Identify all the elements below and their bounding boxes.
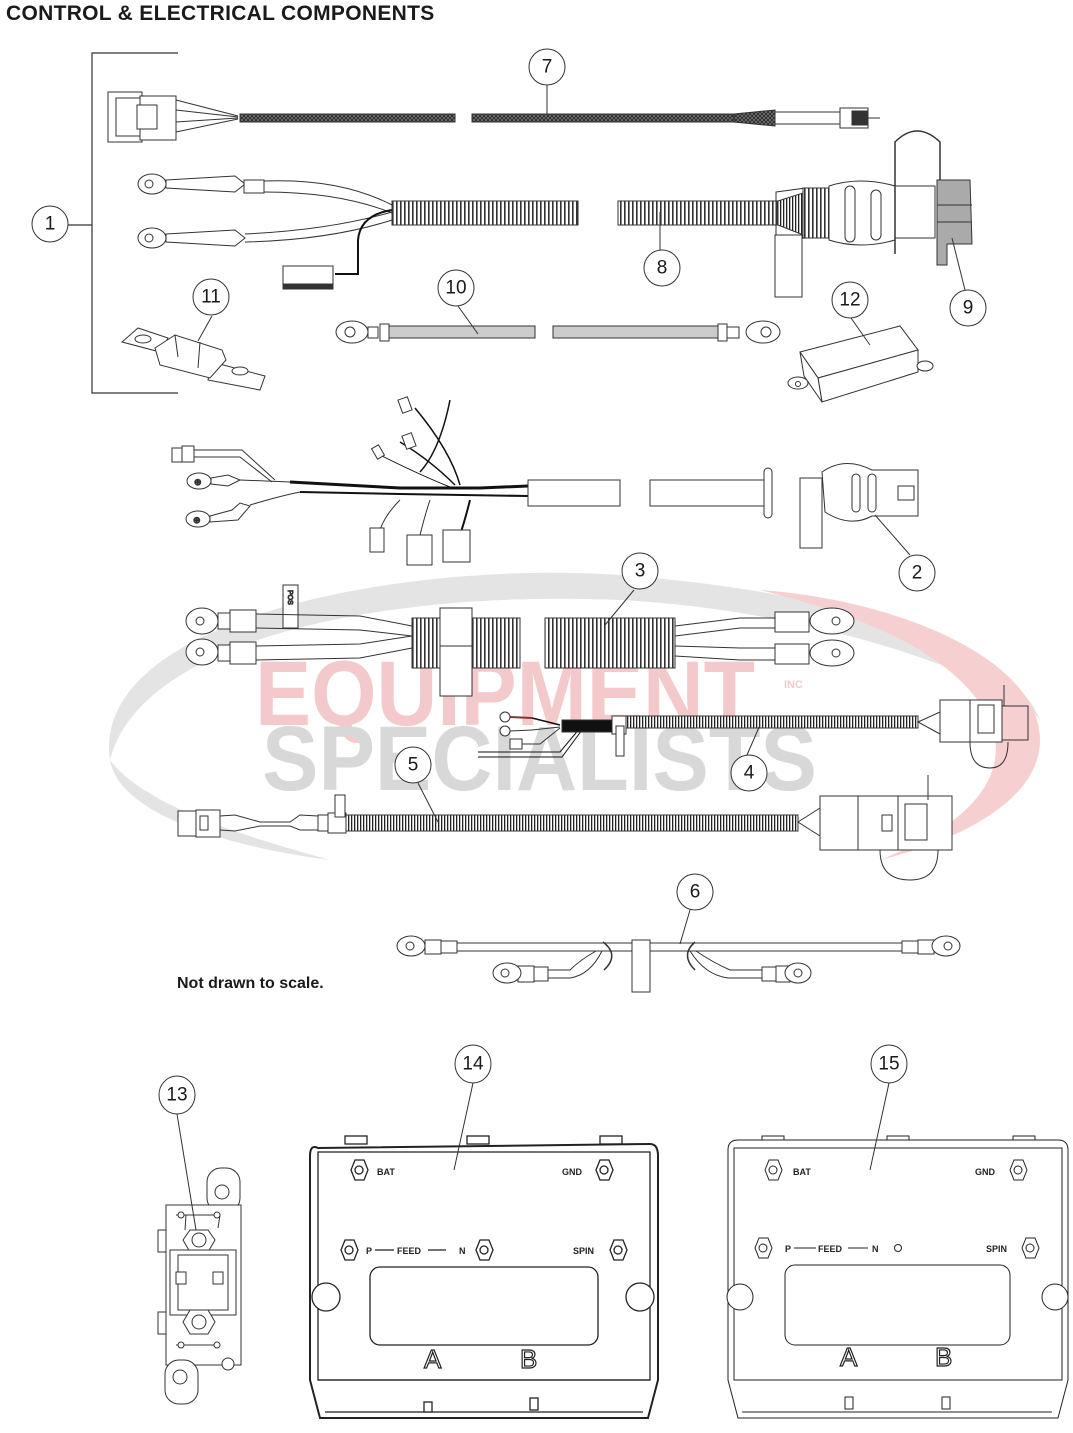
callout-14: 14 [454,1044,492,1084]
callout-3: 3 [621,552,659,590]
svg-text:10: 10 [445,278,466,299]
svg-text:8: 8 [657,258,668,279]
c15-n-label: N [872,1244,879,1254]
c14-spin-label: SPIN [573,1246,594,1256]
part-power-harness [137,130,941,298]
leader-lines [176,85,966,1231]
part-controller-14 [309,1135,659,1419]
callout-13: 13 [158,1075,196,1115]
svg-text:9: 9 [963,298,974,319]
callout-6: 6 [676,873,714,911]
callout-1: 1 [31,205,69,243]
scale-note: Not drawn to scale. [177,975,324,992]
c15-b-label: B [935,1342,952,1372]
part-relay [157,1167,242,1405]
controller-14-labels: BAT GND P FEED N SPIN A B [366,1167,594,1375]
c15-spin-label: SPIN [986,1244,1007,1254]
svg-text:4: 4 [744,763,755,784]
c15-bat-label: BAT [793,1167,811,1177]
pos-tag-text: POS [286,590,293,605]
svg-text:3: 3 [635,561,646,582]
callout-7: 7 [528,48,566,86]
svg-text:6: 6 [690,882,701,903]
callout-10: 10 [437,269,475,307]
callout-12: 12 [831,281,869,319]
svg-text:13: 13 [166,1085,187,1106]
svg-text:1: 1 [45,214,56,235]
svg-text:14: 14 [462,1054,484,1075]
c14-bat-label: BAT [377,1167,395,1177]
callout-2: 2 [898,554,936,592]
c14-p-label: P [366,1246,372,1256]
part-module [787,325,934,403]
part-fuse [120,327,266,391]
controller-15-labels: BAT GND P FEED N SPIN A B [785,1167,1007,1373]
svg-text:12: 12 [839,290,860,311]
svg-text:15: 15 [878,1054,899,1075]
part-ground-cable [335,320,781,344]
part-connector-cover [936,179,973,266]
svg-text:5: 5 [408,755,419,776]
part-control-harness: ⊕ ⊕ [171,396,919,566]
part-controller-15 [726,1135,1069,1419]
group-bracket [68,52,178,394]
callout-9: 9 [949,289,987,327]
part-jumper-cable [396,935,961,993]
svg-text:7: 7 [542,57,553,78]
part-braided-cable [107,91,880,143]
callout-15: 15 [870,1044,908,1084]
c14-n-label: N [459,1246,466,1256]
c14-b-label: B [520,1344,537,1374]
c15-a-label: A [840,1342,858,1372]
c14-a-label: A [424,1344,442,1374]
svg-text:11: 11 [201,287,221,308]
c15-feed-label: FEED [818,1244,843,1254]
indicator-led-icon [894,1244,902,1252]
c15-gnd-label: GND [975,1167,996,1177]
part-adapter-harness [177,775,953,881]
c14-feed-label: FEED [397,1246,422,1256]
callout-11: 11 [192,278,230,316]
callout-8: 8 [643,249,681,287]
part-battery-cable-pair: POS [185,584,855,697]
callout-4: 4 [730,754,768,792]
watermark-suffix: INC [784,679,803,691]
c14-gnd-label: GND [562,1167,583,1177]
svg-text:⊕: ⊕ [194,477,202,487]
part-pigtail-harness [478,685,1029,769]
svg-text:2: 2 [912,563,923,584]
callout-5: 5 [394,746,432,784]
c15-p-label: P [785,1244,791,1254]
page-title: CONTROL & ELECTRICAL COMPONENTS [6,2,435,25]
svg-text:⊕: ⊕ [193,515,201,525]
